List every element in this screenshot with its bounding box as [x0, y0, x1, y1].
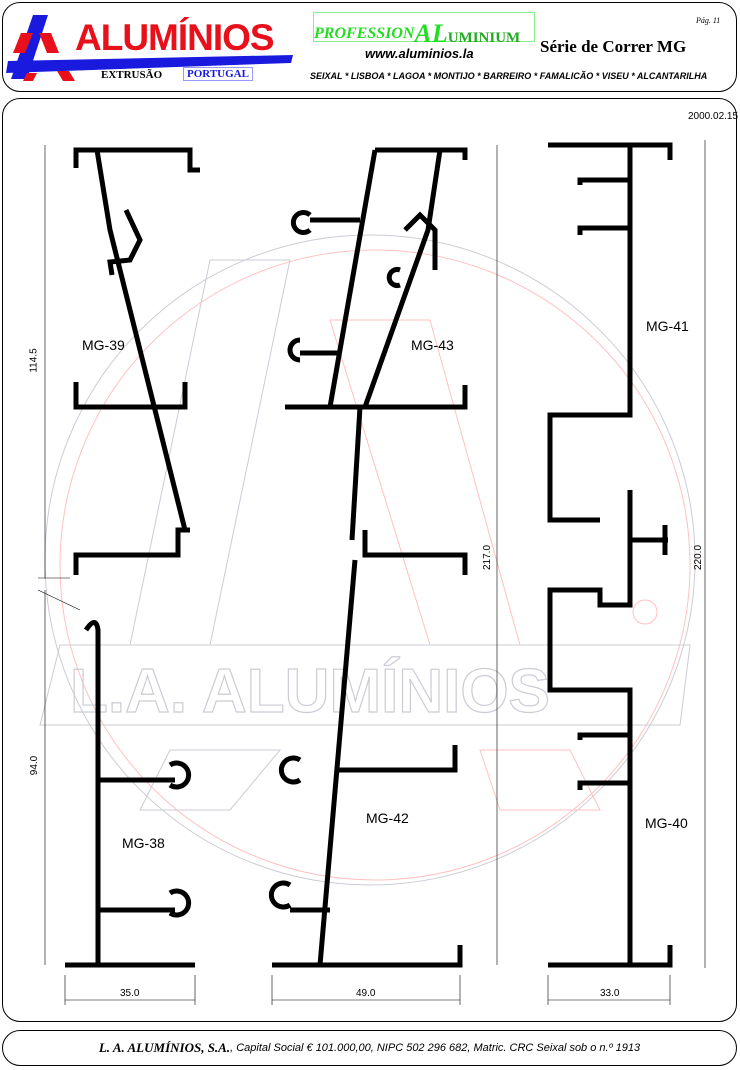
uminium-text: UMINIUM: [447, 30, 521, 46]
profession-text: PROFESSION: [314, 25, 415, 42]
dim-220-0: 220.0: [693, 544, 705, 571]
header: ALUMÍNIOS EXTRUSÃO PORTUGAL PROFESSIONAL…: [2, 2, 737, 92]
footer-company: L. A. ALUMÍNIOS, S.A.: [98, 1040, 231, 1055]
watermark-text: L.A. ALUMÍNIOS: [70, 657, 550, 726]
extrusao-label: EXTRUSÃO: [101, 69, 163, 81]
locations: SEIXAL * LISBOA * LAGOA * MONTIJO * BARR…: [310, 71, 708, 81]
profile-label-mg40: MG-40: [645, 815, 688, 831]
profile-label-mg43: MG-43: [411, 337, 454, 353]
profile-label-mg41: MG-41: [646, 318, 689, 334]
dim-217-0: 217.0: [482, 544, 494, 571]
dim-33-0: 33.0: [600, 988, 620, 999]
dim-94-0: 94.0: [29, 755, 41, 776]
al-text: AL: [414, 19, 448, 48]
profile-label-mg42: MG-42: [366, 810, 409, 826]
profile-label-mg38: MG-38: [122, 835, 165, 851]
logo-name: ALUMÍNIOS: [75, 17, 275, 58]
footer-details: , Capital Social € 101.000,00, NIPC 502 …: [230, 1042, 641, 1054]
profile-label-mg39: MG-39: [82, 337, 125, 353]
footer: L. A. ALUMÍNIOS, S.A., Capital Social € …: [2, 1030, 737, 1066]
dim-114-5: 114.5: [28, 348, 40, 373]
watermark: L.A. ALUMÍNIOS: [39, 234, 696, 886]
page-number: Pág. 11: [696, 16, 721, 25]
drawing-date: 2000.02.15: [688, 111, 739, 122]
portugal-label: PORTUGAL: [183, 67, 253, 81]
dim-35-0: 35.0: [120, 988, 140, 999]
drawing-area: [2, 98, 737, 1022]
profession-aluminium-logo: PROFESSIONALUMINIUM: [313, 12, 535, 48]
logo-mark: [6, 15, 293, 81]
website: www.aluminios.la: [365, 46, 474, 61]
dim-49-0: 49.0: [356, 988, 376, 999]
series-title: Série de Correr MG: [540, 37, 687, 56]
dimension-lines: [37, 140, 706, 1005]
profiles: [65, 142, 673, 968]
